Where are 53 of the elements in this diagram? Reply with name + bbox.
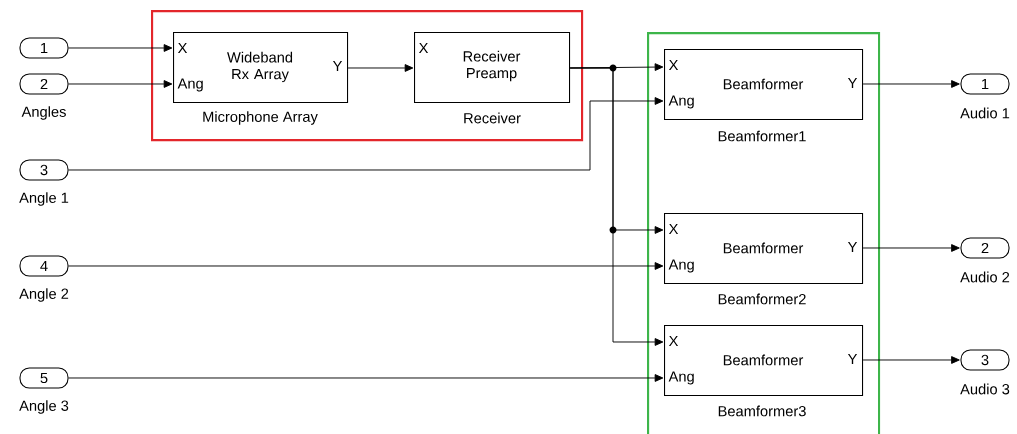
- signal-line: [68, 262, 664, 270]
- signal-line: [862, 80, 960, 88]
- block-label: Receiver: [464, 112, 521, 124]
- node-label: Beamformer: [723, 354, 804, 366]
- node-label: Y: [847, 77, 858, 89]
- port-terminal: 3: [960, 349, 1010, 371]
- node-label: Beamformer: [723, 78, 804, 90]
- port-label: Audio 1: [960, 107, 1010, 119]
- signal-line: [862, 244, 960, 252]
- node-label: Wideband Rx Array: [227, 51, 293, 83]
- function-block: X Ang Beamformer Y: [664, 49, 864, 121]
- port-terminal: 2: [19, 73, 69, 95]
- port-terminal: 3: [19, 159, 69, 181]
- node-label: Y: [332, 60, 343, 72]
- port-label: Audio 2: [960, 271, 1010, 283]
- node-label: X: [668, 59, 679, 71]
- port-label: Angle 1: [19, 192, 69, 206]
- node-label: Y: [847, 241, 858, 253]
- function-block: X Receiver Preamp: [414, 32, 571, 104]
- node-label: X: [177, 42, 188, 54]
- port-terminal: 1: [19, 37, 69, 59]
- port-label: Angle 3: [19, 400, 69, 414]
- function-block: X Ang Wideband Rx Array Y: [173, 32, 349, 104]
- signal-line: [862, 356, 960, 364]
- node-label: Ang: [668, 259, 694, 273]
- node-label: X: [668, 335, 679, 347]
- block-label: Beamformer1: [718, 130, 806, 142]
- port-label: Angle 2: [19, 288, 69, 302]
- node-label: Ang: [668, 371, 694, 385]
- signal-line: [347, 64, 414, 72]
- block-label: Beamformer3: [718, 405, 806, 417]
- subsystem-frame: [151, 10, 584, 142]
- signal-line: [68, 44, 173, 52]
- node-label: X: [668, 223, 679, 235]
- port-terminal: 1: [960, 73, 1010, 95]
- node-label: Ang: [177, 78, 203, 92]
- port-terminal: 2: [960, 237, 1010, 259]
- port-terminal: 5: [19, 367, 69, 389]
- port-terminal: 4: [19, 255, 69, 277]
- function-block: X Ang Beamformer Y: [664, 325, 864, 397]
- node-label: Ang: [668, 95, 694, 109]
- port-label: Audio 3: [960, 383, 1010, 395]
- signal-line: [68, 97, 664, 171]
- node-label: Y: [847, 353, 858, 365]
- port-label: Angles: [21, 106, 66, 120]
- function-block: X Ang Beamformer Y: [664, 213, 864, 285]
- signal-line: [68, 374, 664, 382]
- subsystem-frame: [647, 32, 881, 434]
- signal-line: [68, 80, 173, 88]
- block-label: Beamformer2: [718, 293, 806, 305]
- node-label: Beamformer: [723, 242, 804, 254]
- signal-line: [569, 67, 664, 346]
- block-label: Microphone Array: [203, 111, 318, 125]
